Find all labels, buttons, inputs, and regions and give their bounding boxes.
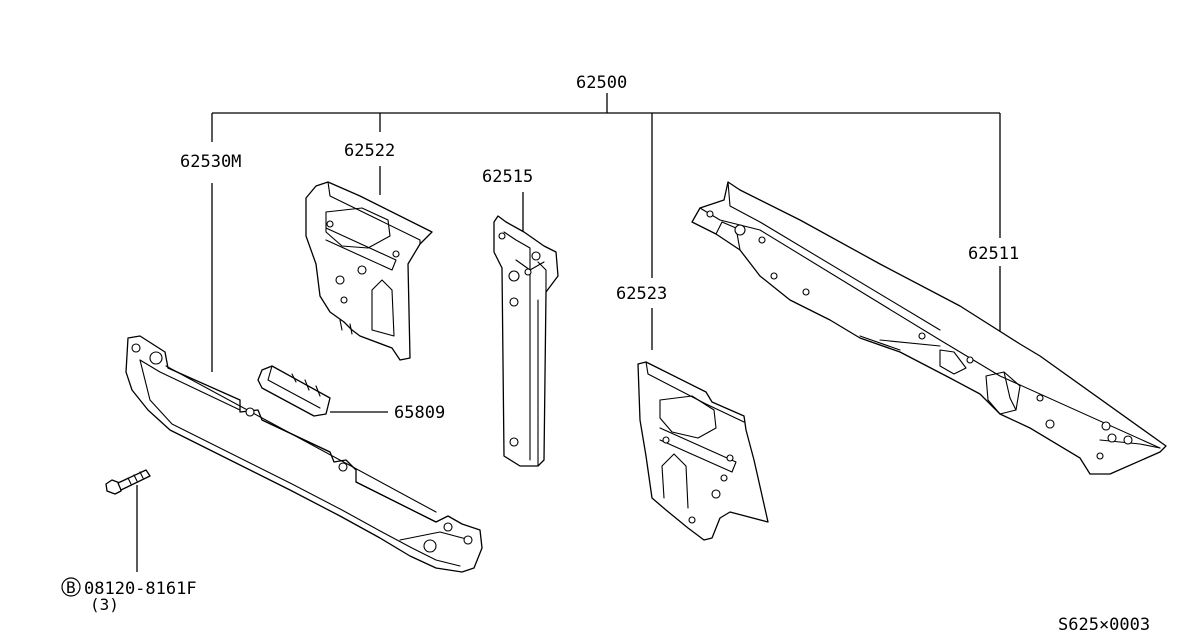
leader-lines	[136, 93, 1001, 572]
part-labels: 62500 62530M 62522 62515 62523 62511 658…	[61, 73, 1150, 635]
part-62511-upper-member	[691, 181, 1167, 475]
part-62530m-lower-member	[125, 335, 483, 573]
label-62523: 62523	[616, 284, 667, 304]
part-62523-bracket	[637, 361, 769, 541]
bolt-badge-letter: B	[66, 578, 76, 597]
part-65809-clip	[257, 365, 331, 417]
bolt-badge-circle	[61, 577, 81, 597]
label-62515: 62515	[482, 167, 533, 187]
label-62511: 62511	[968, 244, 1019, 264]
figure-code: S625×0003	[1058, 615, 1150, 635]
label-62530m: 62530M	[180, 152, 241, 172]
bolt-icon	[105, 469, 151, 495]
part-62515-center-stay	[493, 215, 559, 467]
label-62522: 62522	[344, 141, 395, 161]
label-bolt-qty: (3)	[90, 595, 119, 614]
part-62522-bracket	[305, 181, 433, 361]
label-65809: 65809	[394, 403, 445, 423]
label-62500: 62500	[576, 73, 627, 93]
label-bolt-part-no: 08120-8161F	[84, 579, 197, 599]
